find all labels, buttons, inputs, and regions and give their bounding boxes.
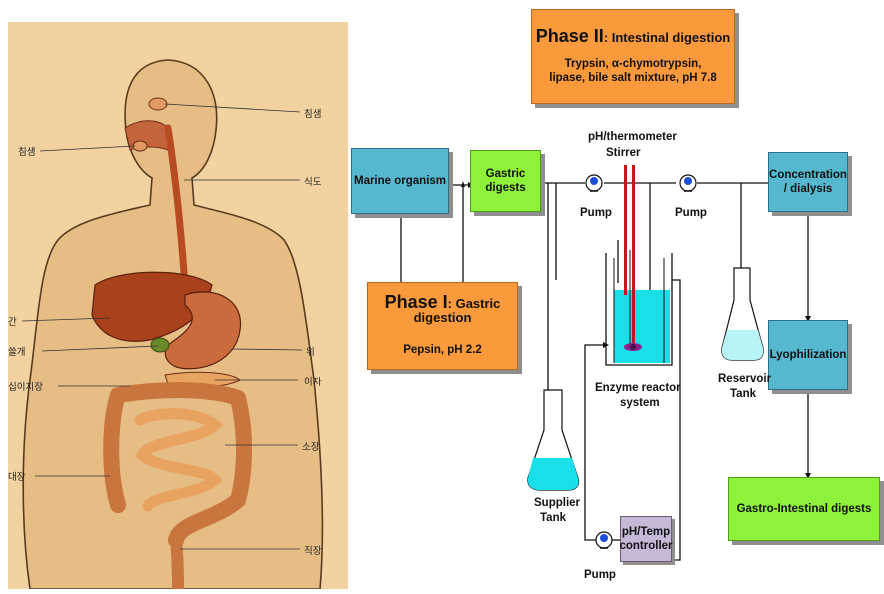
pump-icon [596, 532, 612, 548]
phase1-title-main: Phase I [385, 292, 448, 312]
ph-thermometer-label: pH/thermometer [588, 130, 677, 144]
lyophilization-label: Lyophilization [770, 348, 847, 362]
supplier-tank-flask [528, 390, 579, 490]
ph-temp-controller-box: pH/Temp controller [620, 516, 672, 562]
reservoir-tank-flask [722, 268, 763, 360]
phase2-title-rest: : Intestinal digestion [604, 30, 730, 45]
concentration-line1: Concentration [769, 168, 847, 182]
reactor-label-line2: system [620, 396, 660, 410]
pump-label: Pump [584, 568, 616, 582]
phase1-box: Phase I: Gastric digestion Pepsin, pH 2.… [367, 282, 518, 370]
phase2-box: Phase II: Intestinal digestion Trypsin, … [531, 9, 735, 104]
supplier-label-line2: Tank [540, 511, 566, 525]
lyophilization-box: Lyophilization [768, 320, 848, 390]
phase2-title: Phase II: Intestinal digestion [536, 29, 730, 45]
marine-organism-label: Marine organism [354, 174, 446, 188]
controller-line2: controller [619, 539, 672, 553]
gastric-digests-line2: digests [485, 181, 525, 195]
pump-icon [586, 175, 602, 191]
phase2-enzymes-line1: Trypsin, α-chymotrypsin, [565, 57, 702, 71]
enzyme-reactor-vessel [606, 165, 672, 365]
marine-organism-box: Marine organism [351, 148, 449, 214]
controller-line1: pH/Temp [622, 525, 670, 539]
stirrer-rod [632, 165, 635, 345]
gastric-digests-box: Gastric digests [470, 150, 541, 212]
phase2-title-main: Phase II [536, 26, 604, 46]
pump-icon [680, 175, 696, 191]
pump-label: Pump [675, 206, 707, 220]
reservoir-label-line2: Tank [730, 387, 756, 401]
supplier-label-line1: Supplier [534, 496, 580, 510]
thermometer-rod [624, 165, 627, 295]
phase2-enzymes-line2: lipase, bile salt mixture, pH 7.8 [549, 71, 716, 85]
concentration-dialysis-box: Concentration / dialysis [768, 152, 848, 212]
reactor-label-line1: Enzyme reactor [595, 381, 681, 395]
phase1-detail: Pepsin, pH 2.2 [403, 343, 482, 357]
gi-digests-label: Gastro-Intestinal digests [737, 502, 872, 516]
reactor-liquid [614, 290, 670, 363]
pump-label: Pump [580, 206, 612, 220]
gi-digests-box: Gastro-Intestinal digests [728, 477, 880, 541]
stirrer-label: Stirrer [606, 146, 641, 160]
reservoir-label-line1: Reservoir [718, 372, 771, 386]
phase1-title: Phase I: Gastric digestion [368, 295, 517, 325]
gastric-digests-line1: Gastric [486, 167, 526, 181]
concentration-line2: / dialysis [784, 182, 833, 196]
